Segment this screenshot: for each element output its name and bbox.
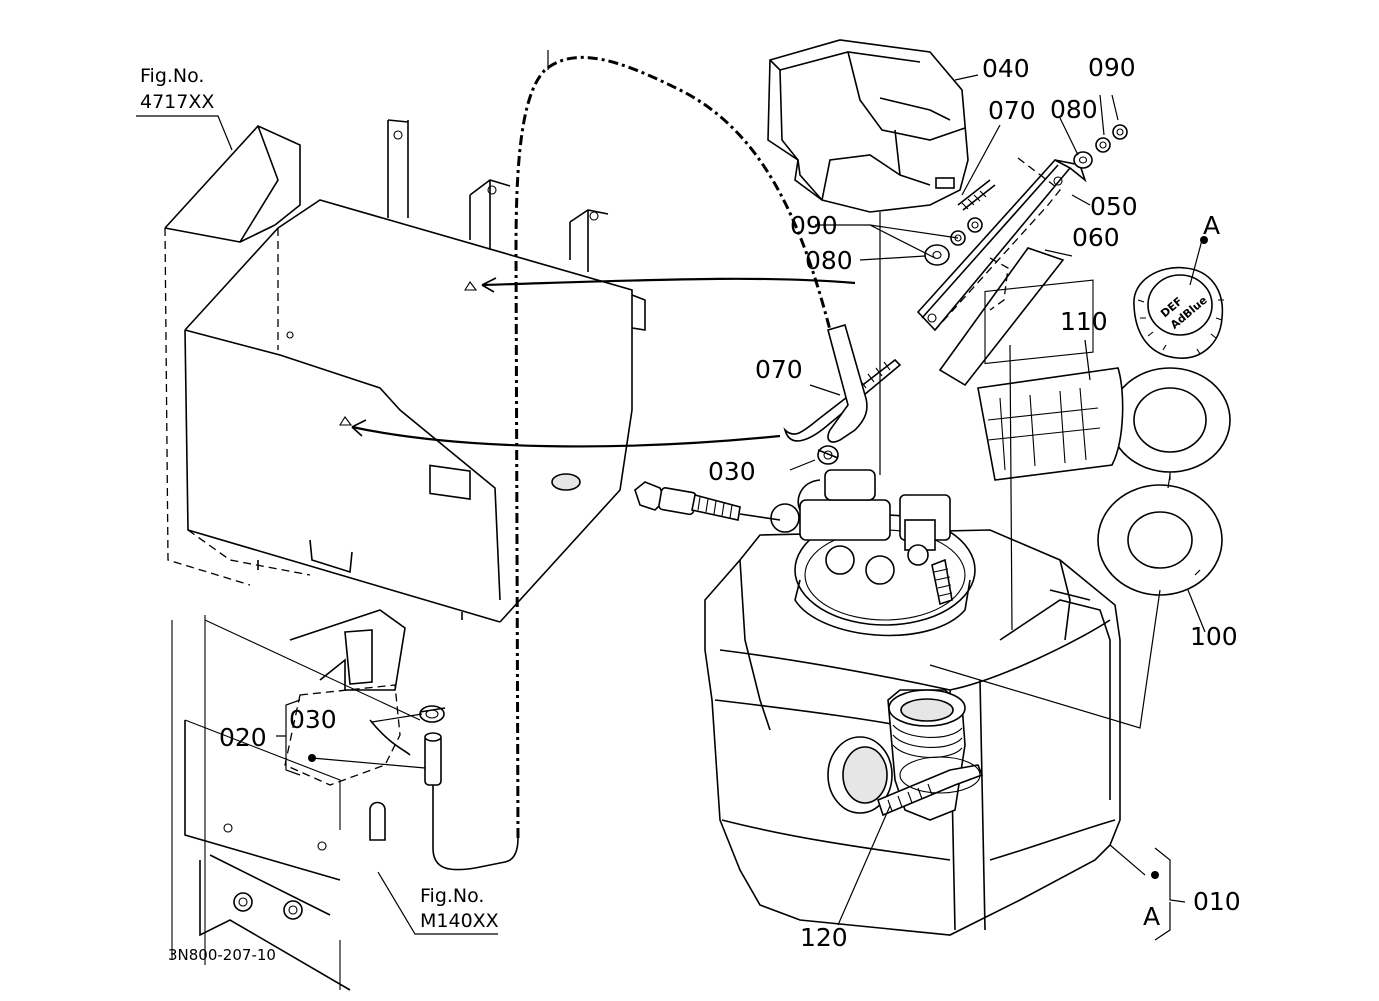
part-a-filler-cap: DEF AdBlue	[1133, 266, 1224, 359]
fig-ref-top: Fig.No. 4717XX	[136, 65, 233, 151]
part-090-nuts-mid	[950, 217, 983, 246]
install-arrow-upper	[481, 277, 856, 287]
part-070-stud-mid	[783, 324, 902, 443]
detail-marker-a-top: A	[1203, 211, 1220, 240]
callout-070-top: 070	[988, 96, 1036, 125]
part-090-nuts-top	[1095, 124, 1128, 153]
vehicle-frame-detail	[171, 609, 421, 991]
callout-060: 060	[1072, 223, 1120, 252]
callout-080-top: 080	[1050, 95, 1098, 124]
callout-030-top: 030	[708, 457, 756, 486]
detail-marker-a-bottom: A	[1143, 902, 1160, 931]
fig-ref-top-label: Fig.No.	[140, 65, 204, 87]
part-120-band-clamp	[877, 756, 984, 817]
leader-lines	[276, 74, 1206, 926]
fig-ref-bottom-label: Fig.No.	[420, 885, 484, 907]
vent-hose	[514, 55, 832, 839]
callout-020: 020	[219, 723, 267, 752]
part-070-stud-top	[957, 179, 996, 211]
callout-110: 110	[1060, 307, 1108, 336]
part-080-washer-top	[1073, 151, 1093, 169]
part-110-gasket	[1109, 367, 1231, 473]
callout-120: 120	[800, 923, 848, 952]
part-060-pad	[938, 247, 1065, 387]
callout-090-top: 090	[1088, 53, 1136, 82]
part-030-clamp-upper	[817, 445, 839, 465]
callout-100: 100	[1190, 622, 1238, 651]
callout-080-mid: 080	[805, 246, 853, 275]
callout-050: 050	[1090, 192, 1138, 221]
part-080-washer-mid	[924, 244, 950, 266]
diagram-code: 3N800-207-10	[168, 946, 276, 964]
callout-070-mid: 070	[755, 355, 803, 384]
callout-090-mid: 090	[790, 211, 838, 240]
fig-ref-bottom: Fig.No. M140XX	[377, 871, 499, 935]
part-100-gasket	[1097, 484, 1223, 596]
install-arrow-lower	[351, 425, 781, 448]
callout-010: 010	[1193, 887, 1241, 916]
part-110-label-sticker	[977, 279, 1124, 481]
part-050-strap	[916, 157, 1087, 332]
part-030-clamp-lower	[419, 705, 446, 723]
detail-bracket-a-010	[1151, 236, 1208, 941]
part-040-tank-cover	[767, 39, 969, 213]
sensor-connector	[634, 481, 781, 521]
callout-040: 040	[982, 54, 1030, 83]
part-010-def-tank	[704, 469, 1121, 936]
part-020-drain-pipe	[284, 684, 519, 871]
fig-ref-top-number: 4717XX	[140, 91, 214, 113]
mounting-bracket-frame	[164, 119, 646, 623]
fig-ref-bottom-number: M140XX	[420, 910, 499, 932]
callout-030-bottom: 030	[289, 705, 337, 734]
